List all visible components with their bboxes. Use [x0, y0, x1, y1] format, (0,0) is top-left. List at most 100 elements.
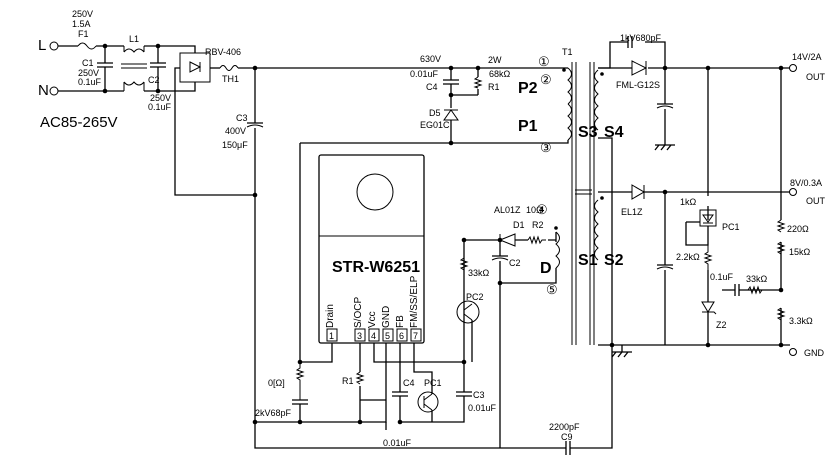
out-8v-voltage: 8V/0.3A: [790, 178, 822, 188]
r-33k-fb-label: 33kΩ: [746, 274, 768, 284]
input-n-label: N: [38, 82, 49, 99]
winding-d-label: D: [540, 260, 552, 277]
ic-pin-fmss-label: FM/SS/ELP: [409, 275, 420, 328]
junction: [705, 342, 711, 348]
c3-lower-capacitor: [400, 362, 472, 423]
t1-label: T1: [562, 47, 573, 57]
aux-c2-capacitor: [492, 240, 508, 283]
c3-voltage-label: 400V: [225, 126, 246, 136]
c1-voltage-label: 250V: [78, 68, 99, 78]
junction: [778, 342, 784, 348]
wire-c9: [512, 345, 613, 449]
winding-p1-label: P1: [518, 118, 538, 135]
bridge-minus-wire: [174, 67, 255, 196]
ic-pin-5-box: [382, 328, 394, 342]
aux-d1-label: D1: [513, 220, 525, 230]
pc1-label: PC1: [722, 222, 740, 232]
winding-s4: [594, 69, 599, 131]
cap-0p1-fb: [734, 284, 740, 296]
bridge-label: RBV-406: [205, 47, 241, 57]
r0-resistor: [295, 362, 305, 400]
junction: [609, 342, 615, 348]
pc1-lower-wires: [413, 343, 433, 422]
winding-dot: [600, 196, 604, 200]
ic-pin-vcc-label: Vcc: [367, 311, 378, 328]
l1-coil-bottom: [123, 81, 145, 86]
pin-2-label: ②: [540, 72, 552, 87]
ic-pin-4-box: [368, 328, 380, 342]
c3-bulk-capacitor: [247, 68, 263, 195]
c3-cap-label: 150μF: [222, 140, 248, 150]
wire-s4-return: [598, 137, 613, 345]
out-8v-label: OUT: [806, 196, 826, 206]
c4-snub-voltage: 630V: [420, 54, 441, 64]
winding-dot: [600, 72, 604, 76]
r-3k3-resistor: [776, 307, 786, 321]
gnd-label: GND: [804, 348, 825, 358]
fb-divider-wires: [707, 270, 781, 291]
snubber-out-cap: [627, 36, 633, 48]
c001-label: 0.01uF: [383, 438, 412, 448]
l1-wires: [120, 45, 172, 92]
pc2-transistor-symbol: [463, 303, 473, 321]
ic-pin-gnd-label: GND: [381, 306, 392, 328]
winding-aux: [555, 231, 560, 269]
bridge-ac-wires: [172, 45, 196, 92]
input-l-label: L: [38, 37, 46, 54]
ic-pin-3-box: [354, 328, 366, 342]
ic-pin-3-num: 3: [357, 331, 362, 341]
c2-input-ref-label: C2: [148, 75, 160, 85]
c9-value-label: 2200pF: [549, 422, 580, 432]
d5-part-label: EG01C: [420, 120, 450, 130]
wire-primary-return: [254, 195, 512, 449]
winding-s2: [594, 199, 599, 261]
c1-cap-label: 0.1uF: [78, 77, 102, 87]
ground-symbol-14v: [654, 144, 675, 151]
ic-pin-6-num: 6: [399, 331, 404, 341]
cap-14v-out: [657, 68, 673, 145]
pc1-led: [702, 214, 714, 224]
junction: [252, 419, 258, 425]
pc1-lower-label: PC1: [424, 378, 442, 388]
winding-s2-label: S2: [604, 252, 624, 269]
cap-8v-curve: [656, 266, 674, 270]
c1-ref-label: C1: [82, 58, 94, 68]
junction: [497, 237, 503, 243]
c9-capacitor: [565, 441, 571, 455]
zener-z2: [701, 301, 717, 315]
out-14v-voltage: 14V/2A: [792, 52, 822, 62]
pc2-photo-transistor: [456, 300, 480, 324]
junction: [297, 419, 303, 425]
cap-2kv68p: [292, 399, 308, 422]
t1-core-left: [571, 62, 577, 345]
pin-3-label: ③: [540, 140, 552, 155]
c2-input-capacitor: [150, 46, 166, 91]
r-220-label: 220Ω: [787, 224, 809, 234]
diode-el1z: [631, 184, 645, 200]
aux-c2-label: C2: [509, 258, 521, 268]
cap-2kv68p-label: 2kV68pF: [255, 408, 292, 418]
winding-s3-label: S3: [578, 124, 598, 141]
pin-5-label: ⑤: [546, 282, 558, 297]
winding-dot: [562, 68, 566, 72]
junction: [155, 88, 161, 94]
ic-pin-6-box: [396, 328, 408, 342]
wire-primary-drain: [451, 140, 569, 144]
r1-ocp-resistor: [355, 371, 365, 385]
c3-lower-val: 0.01uF: [468, 403, 497, 413]
c4-snub-ref: C4: [426, 82, 438, 92]
winding-s4-label: S4: [604, 124, 624, 141]
t1-core-divider: [575, 189, 592, 195]
c2-input-cap-label: 0.1uF: [148, 102, 172, 112]
junction: [155, 43, 161, 49]
c2-input-voltage-label: 250V: [150, 93, 171, 103]
aux-r2-label: R2: [532, 220, 544, 230]
ic-name: STR-W6251: [332, 259, 420, 276]
ic-pin-socp-label: S/OCP: [353, 297, 364, 328]
winding-dot: [554, 226, 558, 230]
r-2k2-resistor: [703, 245, 713, 270]
diode-fml-label: FML-G12S: [616, 80, 660, 90]
winding-s1-label: S1: [578, 252, 598, 269]
ic-body: [318, 154, 425, 344]
aux-r2-resistor: [527, 235, 546, 245]
